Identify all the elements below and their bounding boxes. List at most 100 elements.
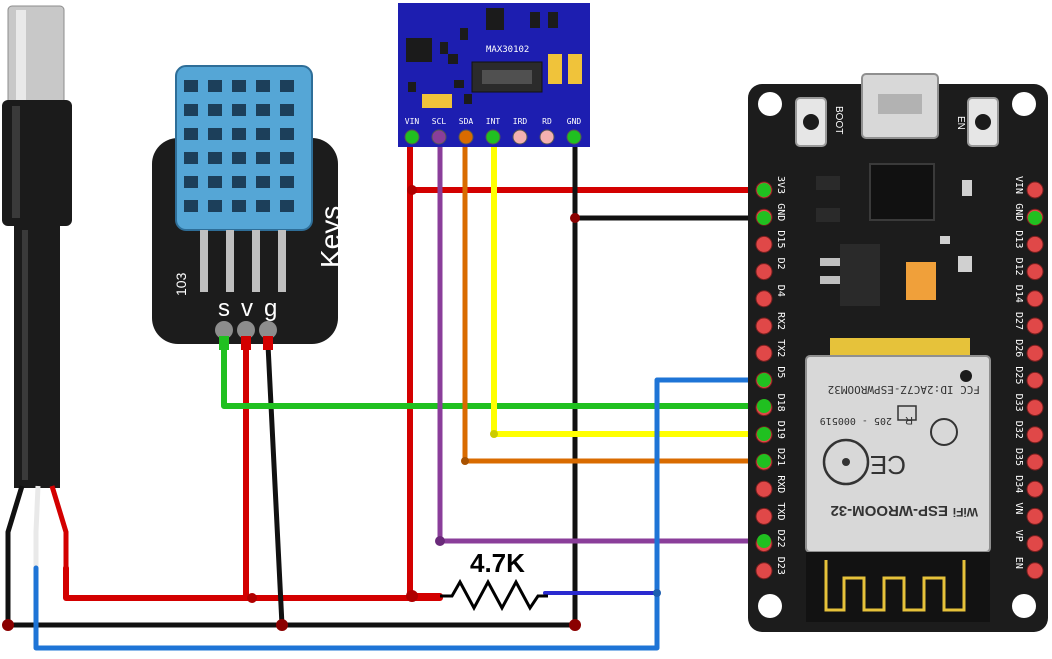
max-cap-a (530, 12, 540, 28)
dht-vent-slot (280, 104, 294, 116)
dht-vent-slot (208, 104, 222, 116)
esp-module-dot (960, 370, 972, 382)
dht-pin-1 (200, 230, 208, 292)
esp-right-pin-en (1026, 562, 1044, 580)
esp-right-pin-d34 (1026, 480, 1044, 498)
esp-right-pin-label-vn: VN (1013, 502, 1024, 514)
esp-left-pin-label-d18: D18 (775, 394, 786, 412)
esp32-board: BOOT EN FCC ID:2AC7Z-ESPWROOM32 205 - 00… (748, 73, 1048, 632)
esp-right-pin-label-d12: D12 (1013, 258, 1024, 276)
max-tantalum-2 (568, 54, 582, 84)
probe-tip-shine (16, 10, 26, 106)
probe-sleeve-shine (12, 106, 20, 218)
dht-vent-slot (232, 200, 246, 212)
esp-logo-dot (842, 458, 850, 466)
esp-small-a (816, 176, 840, 190)
tip-3v3 (757, 183, 771, 197)
esp-right-pin-vn (1026, 507, 1044, 525)
wire-yellow-int (491, 137, 768, 437)
esp-orange-cap (906, 262, 936, 300)
dht-vent-slot (280, 80, 294, 92)
dht-pin-label-v: v (241, 295, 253, 322)
dht-vent-slot (280, 200, 294, 212)
max-ic-top (486, 8, 504, 30)
dht-wire-stub-v (241, 336, 251, 350)
wire-blue-probe (33, 377, 768, 651)
dht-vent-slot (184, 200, 198, 212)
dht-pin-label-s: s (218, 295, 230, 322)
tip-right-gnd (1028, 211, 1042, 225)
esp-left-pin-tx2 (755, 344, 773, 362)
esp-right-pin-d13 (1026, 235, 1044, 253)
junction-black-probe (2, 619, 14, 631)
esp-right-pin-label-d13: D13 (1013, 230, 1024, 248)
esp-mount-hole-tl (758, 92, 782, 116)
esp-left-pin-label-d2: D2 (775, 258, 786, 270)
max-cap-c (440, 42, 448, 54)
esp-right-pin-d35 (1026, 453, 1044, 471)
max-chip-label: MAX30102 (486, 45, 529, 55)
esp-right-pin-d25 (1026, 371, 1044, 389)
resistor-zigzag (440, 578, 548, 612)
dht-vent-slot (256, 104, 270, 116)
esp-right-pin-label-d32: D32 (1013, 421, 1024, 439)
junction-orange (461, 457, 469, 465)
dht-sensor: Keys 103 s v g (152, 65, 346, 350)
tip-d19 (757, 427, 771, 441)
esp-right-pin-label-vin: VIN (1013, 176, 1024, 194)
esp-left-pin-label-d21: D21 (775, 448, 786, 466)
probe-lead-black (5, 485, 25, 568)
esp-left-pin-label-3v3: 3V3 (775, 176, 786, 194)
wire-purple-scl (437, 137, 768, 544)
probe-lead-white (33, 485, 41, 568)
esp-right-pin-vp (1026, 535, 1044, 553)
dht-vent-slot (280, 152, 294, 164)
esp-right-pin-d14 (1026, 290, 1044, 308)
max-small-3 (464, 94, 472, 104)
dht-vent-slot (208, 128, 222, 140)
esp-right-pin-label-d33: D33 (1013, 394, 1024, 412)
max-pin-label-gnd: GND (567, 117, 582, 126)
max-pin-pad-scl (431, 129, 447, 145)
esp-left-pin-d15 (755, 235, 773, 253)
dht-vent-grid (184, 80, 294, 212)
esp-mount-hole-br (1012, 594, 1036, 618)
dht-vent-slot (280, 176, 294, 188)
max-pin-label-ird: IRD (513, 117, 528, 126)
tip-d22 (757, 534, 771, 548)
dht-vent-slot (232, 152, 246, 164)
dht-wire-stub-g (263, 336, 273, 350)
esp-left-pin-d2 (755, 263, 773, 281)
dht-pad-g (259, 321, 277, 339)
junction-yellow (490, 430, 498, 438)
esp-right-header: VINGNDD13D12D14D27D26D25D33D32D35D34VNVP… (1013, 176, 1044, 580)
esp-right-pin-label-d35: D35 (1013, 448, 1024, 466)
esp-regulator-tab-2 (820, 276, 840, 284)
esp-left-pin-label-d23: D23 (775, 557, 786, 575)
dht-vent-slot (232, 80, 246, 92)
max-pin-pad-gnd (566, 129, 582, 145)
max-sensor-glass (482, 70, 532, 84)
junction-red-left (407, 185, 417, 195)
probe-cable (14, 226, 60, 488)
esp-cert-circle (930, 418, 958, 446)
dht-vent-slot (256, 80, 270, 92)
wires (5, 137, 768, 651)
junction-red-res (406, 590, 418, 602)
dht-part-label: 103 (173, 272, 189, 296)
esp-usb-opening (878, 94, 922, 114)
max-pin-pad-rd (539, 129, 555, 145)
dht-vent-slot (256, 176, 270, 188)
esp-right-pin-label-d34: D34 (1013, 475, 1024, 493)
esp-antenna-trace (824, 560, 966, 612)
esp-usb-chip (869, 163, 935, 221)
junction-red-bottom (247, 593, 257, 603)
max-tantalum-3 (422, 94, 452, 108)
esp-right-pin-d26 (1026, 344, 1044, 362)
dht-model-label: Keys (315, 206, 346, 268)
esp-small-e (940, 236, 950, 244)
max-pin-label-rd: RD (542, 117, 552, 126)
probe-lead-red (49, 485, 69, 568)
